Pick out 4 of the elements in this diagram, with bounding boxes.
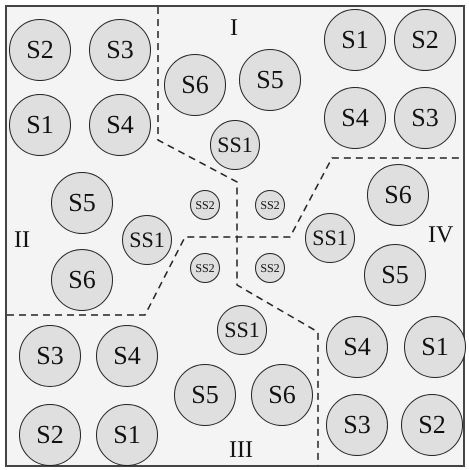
region-label: III [229,438,253,462]
region-label: II [14,228,30,252]
region-label: IV [428,223,454,247]
region-label: I [230,16,238,40]
